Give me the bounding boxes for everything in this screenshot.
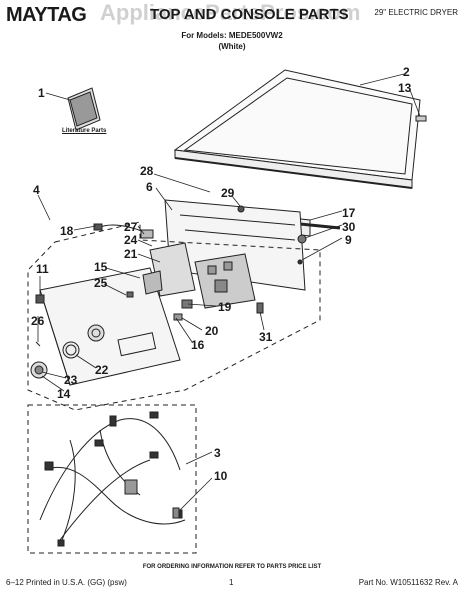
callout-17: 17 [342, 206, 356, 220]
callout-16: 16 [191, 338, 205, 352]
main-wire-harness [39, 411, 186, 547]
callout-1: 1 [38, 86, 45, 100]
leader-lines [37, 73, 421, 511]
literature-parts-label: Literature Parts [62, 128, 107, 134]
console-group-outline [27, 221, 321, 411]
color-line: (White) [218, 42, 246, 51]
callout-3: 3 [214, 446, 221, 460]
screw-10 [172, 507, 180, 519]
callout-15: 15 [94, 260, 108, 274]
callout-31: 31 [259, 330, 273, 344]
print-info: 6–12 Printed in U.S.A. (GG) (psw) [6, 578, 127, 587]
callout-14: 14 [57, 387, 71, 401]
callout-11: 11 [36, 262, 49, 276]
callout-19: 19 [218, 300, 232, 314]
callout-28: 28 [140, 164, 154, 178]
dryer-top-panel [173, 69, 427, 189]
product-subtitle: 29" ELECTRIC DRYER [374, 8, 458, 17]
brand-logo: MAYTAG [6, 4, 87, 26]
callout-25: 25 [94, 276, 108, 290]
watermark: AppliancePartsPros.com [100, 0, 361, 25]
callout-30: 30 [342, 220, 356, 234]
callout-2: 2 [403, 65, 410, 79]
callout-29: 29 [221, 186, 235, 200]
callout-24: 24 [124, 233, 138, 247]
callout-4: 4 [33, 183, 40, 197]
callout-10: 10 [214, 469, 228, 483]
literature-booklet [67, 87, 101, 131]
wire-harness-top [93, 223, 154, 239]
callout-26: 26 [31, 314, 45, 328]
callout-27: 27 [124, 220, 138, 234]
part-number: Part No. W10511632 Rev. A [358, 578, 458, 587]
callout-18: 18 [60, 224, 74, 238]
ordering-info: FOR ORDERING INFORMATION REFER TO PARTS … [142, 564, 322, 570]
callout-23: 23 [64, 373, 78, 387]
models-line: For Models: MEDE500VW2 [181, 31, 283, 40]
callout-13: 13 [398, 81, 412, 95]
callout-22: 22 [95, 363, 109, 377]
page-title: TOP AND CONSOLE PARTS [150, 6, 349, 23]
control-boards [142, 242, 256, 309]
callout-21: 21 [124, 247, 138, 261]
callout-6: 6 [146, 180, 153, 194]
callout-20: 20 [205, 324, 219, 338]
callout-9: 9 [345, 233, 352, 247]
harness-group-outline [27, 404, 197, 554]
knob-and-buttons [30, 291, 264, 379]
page-number: 1 [229, 578, 234, 587]
model-info: For Models: MEDE500VW2 (White) [0, 30, 464, 52]
